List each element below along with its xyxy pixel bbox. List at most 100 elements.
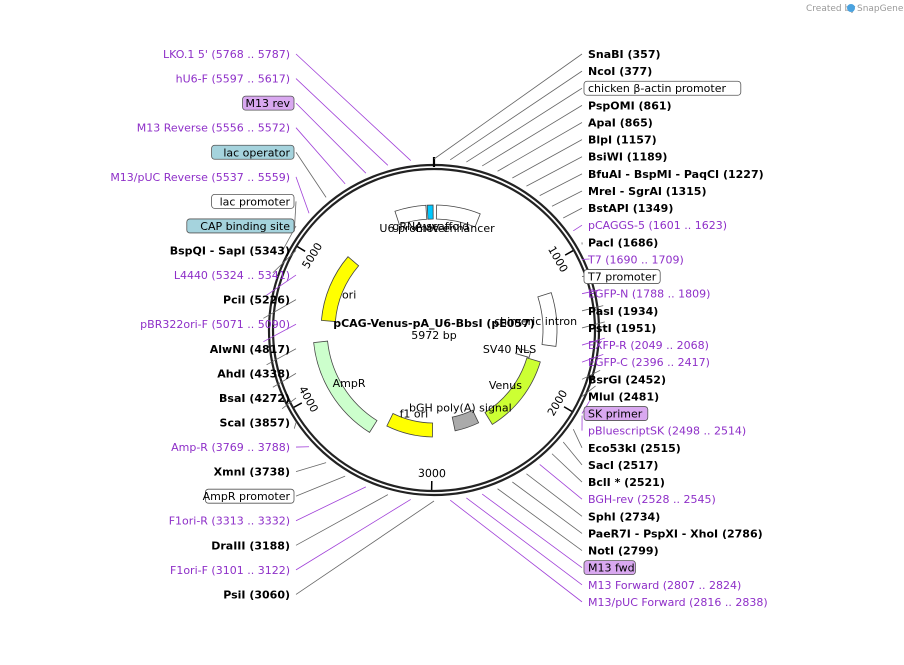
svg-text:pCAGGS-5 (1601 .. 1623): pCAGGS-5 (1601 .. 1623) xyxy=(588,219,727,232)
svg-text:PsiI (3060): PsiI (3060) xyxy=(223,588,290,601)
feature-sv40nls xyxy=(515,347,532,358)
tick-label: 1000 xyxy=(545,244,570,275)
svg-text:CAP binding site: CAP binding site xyxy=(200,220,290,233)
svg-text:MluI (2481): MluI (2481) xyxy=(588,390,659,403)
label-l4440: L4440 (5324 .. 5341) xyxy=(174,269,290,282)
label-lacop: lac operator xyxy=(211,144,295,160)
label-f1orif: F1ori-F (3101 .. 3122) xyxy=(170,564,290,577)
svg-text:PaeR7I - PspXI - XhoI (2786): PaeR7I - PspXI - XhoI (2786) xyxy=(588,527,763,540)
svg-text:PacI (1686): PacI (1686) xyxy=(588,236,658,249)
svg-text:M13/pUC Reverse (5537 .. 5559: M13/pUC Reverse (5537 .. 5559) xyxy=(110,171,290,184)
feature-cmv xyxy=(435,204,481,228)
label-m13pucf: M13/pUC Forward (2816 .. 2838) xyxy=(588,596,768,609)
label-chicken: chicken β-actin promoter xyxy=(583,80,742,96)
svg-text:hU6-F (5597 .. 5617): hU6-F (5597 .. 5617) xyxy=(176,73,290,86)
label-lacprom: lac promoter xyxy=(211,193,295,209)
feature-label-intron: chimeric intron xyxy=(494,315,577,328)
svg-text:AhdI (4338): AhdI (4338) xyxy=(217,367,290,380)
svg-text:M13 fwd: M13 fwd xyxy=(588,562,635,575)
svg-text:PspOMI (861): PspOMI (861) xyxy=(588,99,672,112)
label-bsrgi: BsrGI (2452) xyxy=(588,373,666,386)
label-pcaggs: pCAGGS-5 (1601 .. 1623) xyxy=(588,219,727,232)
label-pspomi: PspOMI (861) xyxy=(588,99,672,112)
label-snabi: SnaBI (357) xyxy=(588,48,661,61)
svg-text:XmnI (3738): XmnI (3738) xyxy=(214,466,290,479)
svg-text:pBluescriptSK (2498 .. 2514): pBluescriptSK (2498 .. 2514) xyxy=(588,425,746,438)
plasmid-size: 5972 bp xyxy=(411,329,456,342)
svg-text:BclI * (2521): BclI * (2521) xyxy=(588,476,665,489)
label-draiii: DraIII (3188) xyxy=(211,539,290,552)
tick-label: 5000 xyxy=(300,240,326,271)
svg-text:AlwNI (4817): AlwNI (4817) xyxy=(210,343,290,356)
label-xmni: XmnI (3738) xyxy=(214,466,290,479)
feature-label-sv40nls: SV40 NLS xyxy=(483,343,536,356)
label-egfpc: EGFP-C (2396 .. 2417) xyxy=(588,356,710,369)
svg-text:DraIII (3188): DraIII (3188) xyxy=(211,539,290,552)
svg-text:lac operator: lac operator xyxy=(223,146,290,159)
feature-label-grna: gRNA scaffold xyxy=(392,220,469,233)
label-pcii: PciI (5226) xyxy=(223,294,290,307)
svg-text:pBR322ori-F (5071 .. 5090): pBR322ori-F (5071 .. 5090) xyxy=(140,318,290,331)
label-eco53ki: Eco53kI (2515) xyxy=(588,442,681,455)
svg-text:PasI (1934): PasI (1934) xyxy=(588,305,658,318)
label-pbluescript: pBluescriptSK (2498 .. 2514) xyxy=(588,425,746,438)
svg-text:BsiWI (1189): BsiWI (1189) xyxy=(588,151,667,164)
svg-text:EGFP-C (2396 .. 2417): EGFP-C (2396 .. 2417) xyxy=(588,356,710,369)
svg-text:Eco53kI (2515): Eco53kI (2515) xyxy=(588,442,681,455)
svg-text:MreI - SgrAI (1315): MreI - SgrAI (1315) xyxy=(588,185,706,198)
label-m13fwd: M13 fwd xyxy=(583,560,636,576)
label-bspqi: BspQI - SapI (5343) xyxy=(170,245,290,258)
svg-text:SphI (2734): SphI (2734) xyxy=(588,510,660,523)
tick-label: 2000 xyxy=(545,388,570,419)
snapgene-logo-icon xyxy=(847,4,855,12)
label-t7: T7 (1690 .. 1709) xyxy=(587,253,684,266)
svg-text:F1ori-F (3101 .. 3122): F1ori-F (3101 .. 3122) xyxy=(170,564,290,577)
svg-text:T7 (1690 .. 1709): T7 (1690 .. 1709) xyxy=(587,253,684,266)
label-m13reverse: M13 Reverse (5556 .. 5572) xyxy=(137,122,290,135)
label-mrei: MreI - SgrAI (1315) xyxy=(588,185,706,198)
feature-bgh xyxy=(451,409,480,432)
feature-label-ampr: AmpR xyxy=(333,377,366,390)
svg-text:chicken β-actin promoter: chicken β-actin promoter xyxy=(588,82,726,95)
feature-venus xyxy=(484,357,541,425)
label-exfpr: EXFP-R (2049 .. 2068) xyxy=(588,339,709,352)
label-paci: PacI (1686) xyxy=(588,236,658,249)
label-ncoi: NcoI (377) xyxy=(588,65,652,78)
ring-tick xyxy=(292,402,303,409)
svg-text:LKO.1 5' (5768 .. 5787): LKO.1 5' (5768 .. 5787) xyxy=(163,48,290,61)
label-apai: ApaI (865) xyxy=(588,116,653,129)
feature-label-f1ori: f1 ori xyxy=(400,408,429,421)
label-psii: PsiI (3060) xyxy=(223,588,290,601)
svg-text:AmpR promoter: AmpR promoter xyxy=(203,490,291,503)
label-t7prom: T7 promoter xyxy=(583,269,661,284)
feature-ori xyxy=(320,256,360,323)
label-pasi: PasI (1934) xyxy=(588,305,658,318)
label-pbr322: pBR322ori-F (5071 .. 5090) xyxy=(140,318,290,331)
ring-tick xyxy=(296,245,306,252)
svg-text:NcoI (377): NcoI (377) xyxy=(588,65,652,78)
feature-f1ori xyxy=(386,412,434,438)
backbone-inner xyxy=(271,167,597,493)
ring-tick xyxy=(563,406,574,413)
ring-tick xyxy=(564,249,575,256)
feature-intron xyxy=(537,292,558,347)
feature-label-ori: ori xyxy=(342,289,356,302)
svg-text:BlpI (1157): BlpI (1157) xyxy=(588,134,657,147)
svg-text:SK primer: SK primer xyxy=(588,408,643,421)
svg-text:BspQI - SapI (5343): BspQI - SapI (5343) xyxy=(170,245,290,258)
label-skprimer: SK primer xyxy=(583,406,649,421)
label-paer7i: PaeR7I - PspXI - XhoI (2786) xyxy=(588,527,763,540)
svg-text:PstI (1951): PstI (1951) xyxy=(588,322,656,335)
svg-text:L4440 (5324 .. 5341): L4440 (5324 .. 5341) xyxy=(174,269,290,282)
feature-u6prom xyxy=(394,204,428,226)
label-m13pucr: M13/pUC Reverse (5537 .. 5559) xyxy=(110,171,290,184)
svg-text:BGH-rev (2528 .. 2545): BGH-rev (2528 .. 2545) xyxy=(588,493,716,506)
svg-text:ApaI (865): ApaI (865) xyxy=(588,116,653,129)
labels: SnaBI (357) NcoI (377) chicken β-actin pro… xyxy=(110,48,767,609)
label-cap: CAP binding site xyxy=(186,218,295,234)
label-amprprom: AmpR promoter xyxy=(203,488,295,504)
label-hu6f: hU6-F (5597 .. 5617) xyxy=(176,73,290,86)
label-m13rev: M13 rev xyxy=(242,95,295,111)
